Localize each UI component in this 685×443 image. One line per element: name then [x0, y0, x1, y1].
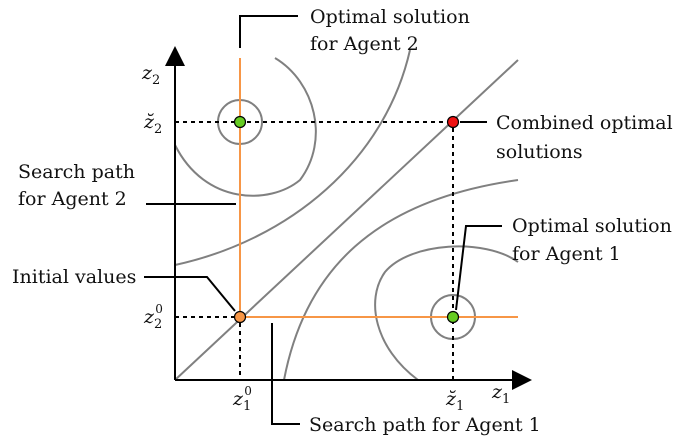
y-axis-arrow-icon [165, 46, 185, 66]
combined-optimum-point [446, 115, 460, 129]
upper-left-contour-curve [174, 49, 411, 266]
initial-leader [144, 276, 236, 312]
agent1-optimum-leader [455, 225, 502, 311]
search-agent1-label: Search path for Agent 1 [309, 414, 541, 436]
x-optimal-tick-label: z̆1 [445, 388, 464, 414]
agent1-optimum-point [446, 310, 460, 324]
y-optimal-tick-label: z̆2 [143, 111, 162, 137]
contour-lines [174, 49, 519, 381]
agent2-inner-contour [216, 99, 264, 145]
diagonal-line [174, 59, 519, 381]
initial-values-point [233, 310, 247, 324]
leader-lines [144, 15, 502, 425]
search-agent1-leader [271, 323, 300, 425]
x-axis-arrow-icon [512, 370, 532, 390]
agent1-outer-contour [374, 245, 519, 381]
agent2-optimum-point [233, 115, 247, 129]
axes [165, 46, 532, 390]
x-initial-tick-label: z10 [232, 384, 252, 414]
search-paths [239, 58, 518, 318]
agent2-optimum-leader [239, 15, 298, 48]
agent2-outer-contour [174, 57, 317, 197]
x-axis-label: z1 [491, 381, 510, 407]
y-initial-tick-label: z20 [143, 302, 163, 332]
initial-values-label: Initial values [12, 266, 136, 288]
lower-right-contour-curve [283, 179, 519, 381]
dotted-guides [175, 121, 454, 380]
points [233, 115, 460, 324]
y-axis-label: z2 [141, 62, 160, 88]
